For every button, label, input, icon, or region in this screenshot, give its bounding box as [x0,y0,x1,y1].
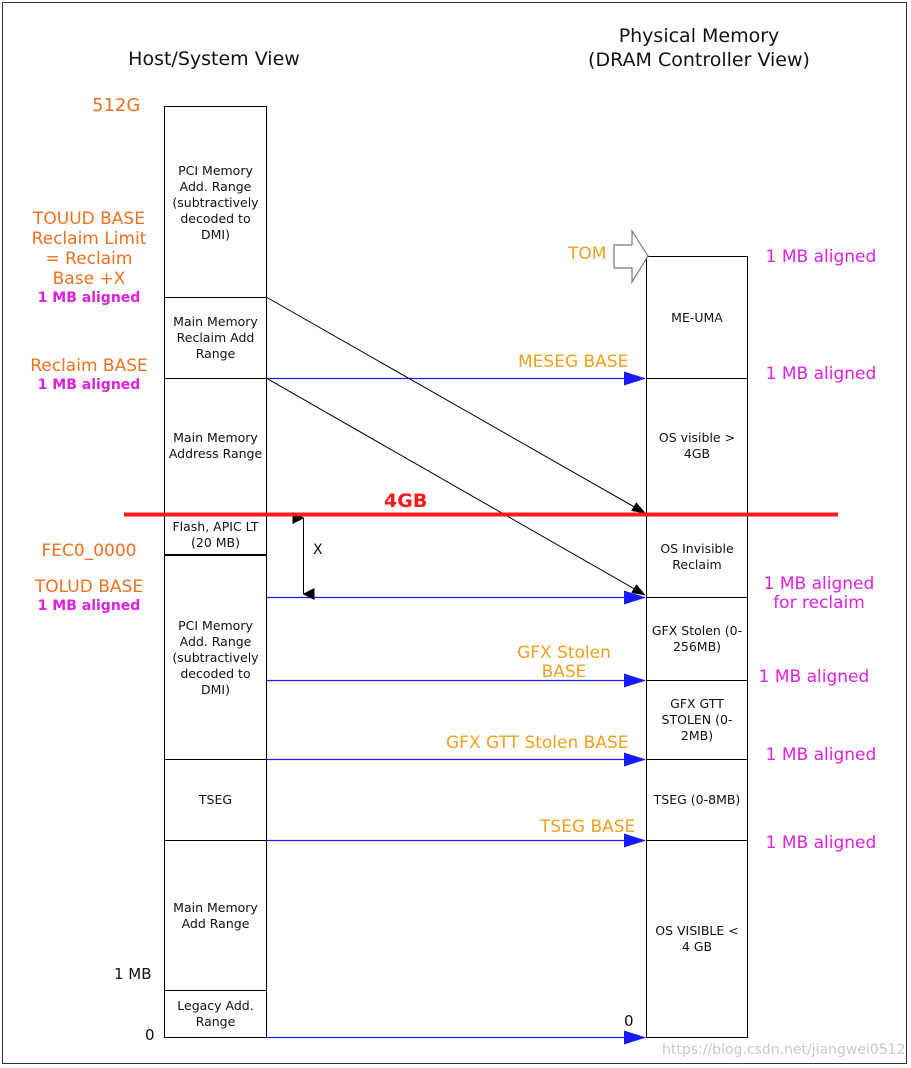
physical-memory-title: Physical Memory [618,25,780,47]
label-tolud-base: TOLUD BASE [34,577,144,597]
label-zero-dram: 0 [624,1012,634,1030]
reclaim-top-arrow [266,297,646,514]
dram-region-os-visible-high: OS visible > 4GB [658,430,736,461]
label-fec0: FEC0_0000 [41,541,137,561]
label-tolud-aligned: 1 MB aligned [37,598,141,614]
label-equals-reclaim: = Reclaim [45,249,133,269]
dram-region-os-visible-low: OS VISIBLE < 4 GB [655,923,739,954]
label-meseg-base: MESEG BASE [518,352,629,372]
label-touud-aligned: 1 MB aligned [37,290,141,306]
label-gfx-gtt-base: GFX GTT Stolen BASE [446,733,629,753]
label-512g: 512G [92,95,141,116]
label-reclaim-aligned: 1 MB aligned [37,377,141,393]
dram-region-tseg: TSEG (0-8MB) [653,792,741,807]
host-region-tseg: TSEG [198,792,233,807]
right-aligned-3: 1 MB aligned [763,574,875,594]
dram-region-os-invisible: OS Invisible Reclaim [660,541,734,572]
right-aligned-6: 1 MB aligned [765,833,877,853]
label-zero-left: 0 [145,1026,155,1044]
right-aligned-1: 1 MB aligned [765,247,877,267]
right-aligned-3-reclaim: for reclaim [773,593,865,613]
label-1mb: 1 MB [114,965,152,983]
host-view-title: Host/System View [128,48,300,70]
host-region-reclaim: Main Memory Reclaim Add Range [173,314,258,361]
label-base-plus-x: Base +X [52,269,126,289]
label-4gb: 4GB [384,490,428,512]
label-reclaim-base: Reclaim BASE [30,356,148,376]
label-tseg-base: TSEG BASE [540,817,636,837]
host-region-pci-lower: PCI Memory Add. Range (subtractively dec… [172,617,259,697]
dram-column [646,256,748,1038]
host-region-main-lower: Main Memory Add Range [173,899,258,931]
right-aligned-5: 1 MB aligned [765,745,877,765]
label-gfx-stolen: GFX Stolen [517,643,611,663]
reclaim-arrows [266,297,646,596]
host-region-pci-upper: PCI Memory Add. Range (subtractively dec… [172,162,259,242]
label-tom: TOM [568,244,607,264]
right-aligned-2: 1 MB aligned [765,364,877,384]
reclaim-bottom-arrow [266,378,646,596]
dram-region-me-uma: ME-UMA [671,309,723,325]
dram-region-gfx-gtt: GFX GTT STOLEN (0-2MB) [661,696,733,743]
blue-arrows [267,371,646,1045]
host-region-main-memory: Main Memory Address Range [168,430,263,461]
label-touud-base: TOUUD BASE [33,209,145,229]
dram-region-gfx-stolen: GFX Stolen (0-256MB) [651,623,743,654]
label-x: X [313,542,323,558]
host-region-legacy: Legacy Add. Range [177,998,254,1029]
right-aligned-4: 1 MB aligned [758,667,870,687]
label-reclaim-limit: Reclaim Limit [31,229,147,249]
physical-memory-subtitle: (DRAM Controller View) [588,49,810,71]
watermark: https://blog.csdn.net/jiangwei0512 [662,1042,906,1058]
host-region-flash-apic: Flash, APIC LT (20 MB) [172,519,259,550]
host-column [164,106,267,1038]
label-gfx-stolen-base: BASE [541,662,587,682]
tom-arrow [613,228,649,285]
